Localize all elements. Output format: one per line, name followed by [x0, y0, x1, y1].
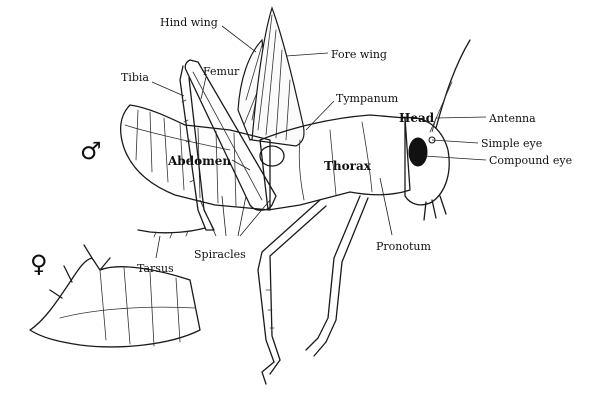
middle-leg-drawing	[257, 199, 327, 385]
label-compound-eye: Compound eye	[489, 154, 572, 167]
label-tarsus: Tarsus	[137, 262, 174, 275]
female-symbol-icon: ♀	[30, 250, 48, 278]
fore-wing-drawing	[251, 6, 305, 147]
label-simple-eye: Simple eye	[481, 137, 542, 150]
female-abdomen-drawing	[29, 244, 201, 348]
label-thorax: Thorax	[324, 159, 372, 173]
male-symbol-icon: ♂	[80, 137, 102, 165]
label-pronotum: Pronotum	[376, 240, 431, 253]
label-tympanum: Tympanum	[336, 92, 399, 105]
label-abdomen: Abdomen	[167, 154, 231, 168]
leader-lines	[151, 25, 487, 259]
label-spiracles: Spiracles	[194, 248, 246, 261]
label-hind-wing: Hind wing	[160, 16, 218, 29]
hind-leg-drawing	[137, 59, 277, 239]
label-fore-wing: Fore wing	[331, 48, 387, 61]
head-drawing	[404, 39, 471, 221]
label-femur: Femur	[203, 65, 240, 78]
label-head: Head	[399, 111, 435, 125]
label-tibia: Tibia	[121, 71, 149, 84]
label-antenna: Antenna	[488, 112, 536, 125]
front-leg-drawing	[305, 195, 369, 357]
